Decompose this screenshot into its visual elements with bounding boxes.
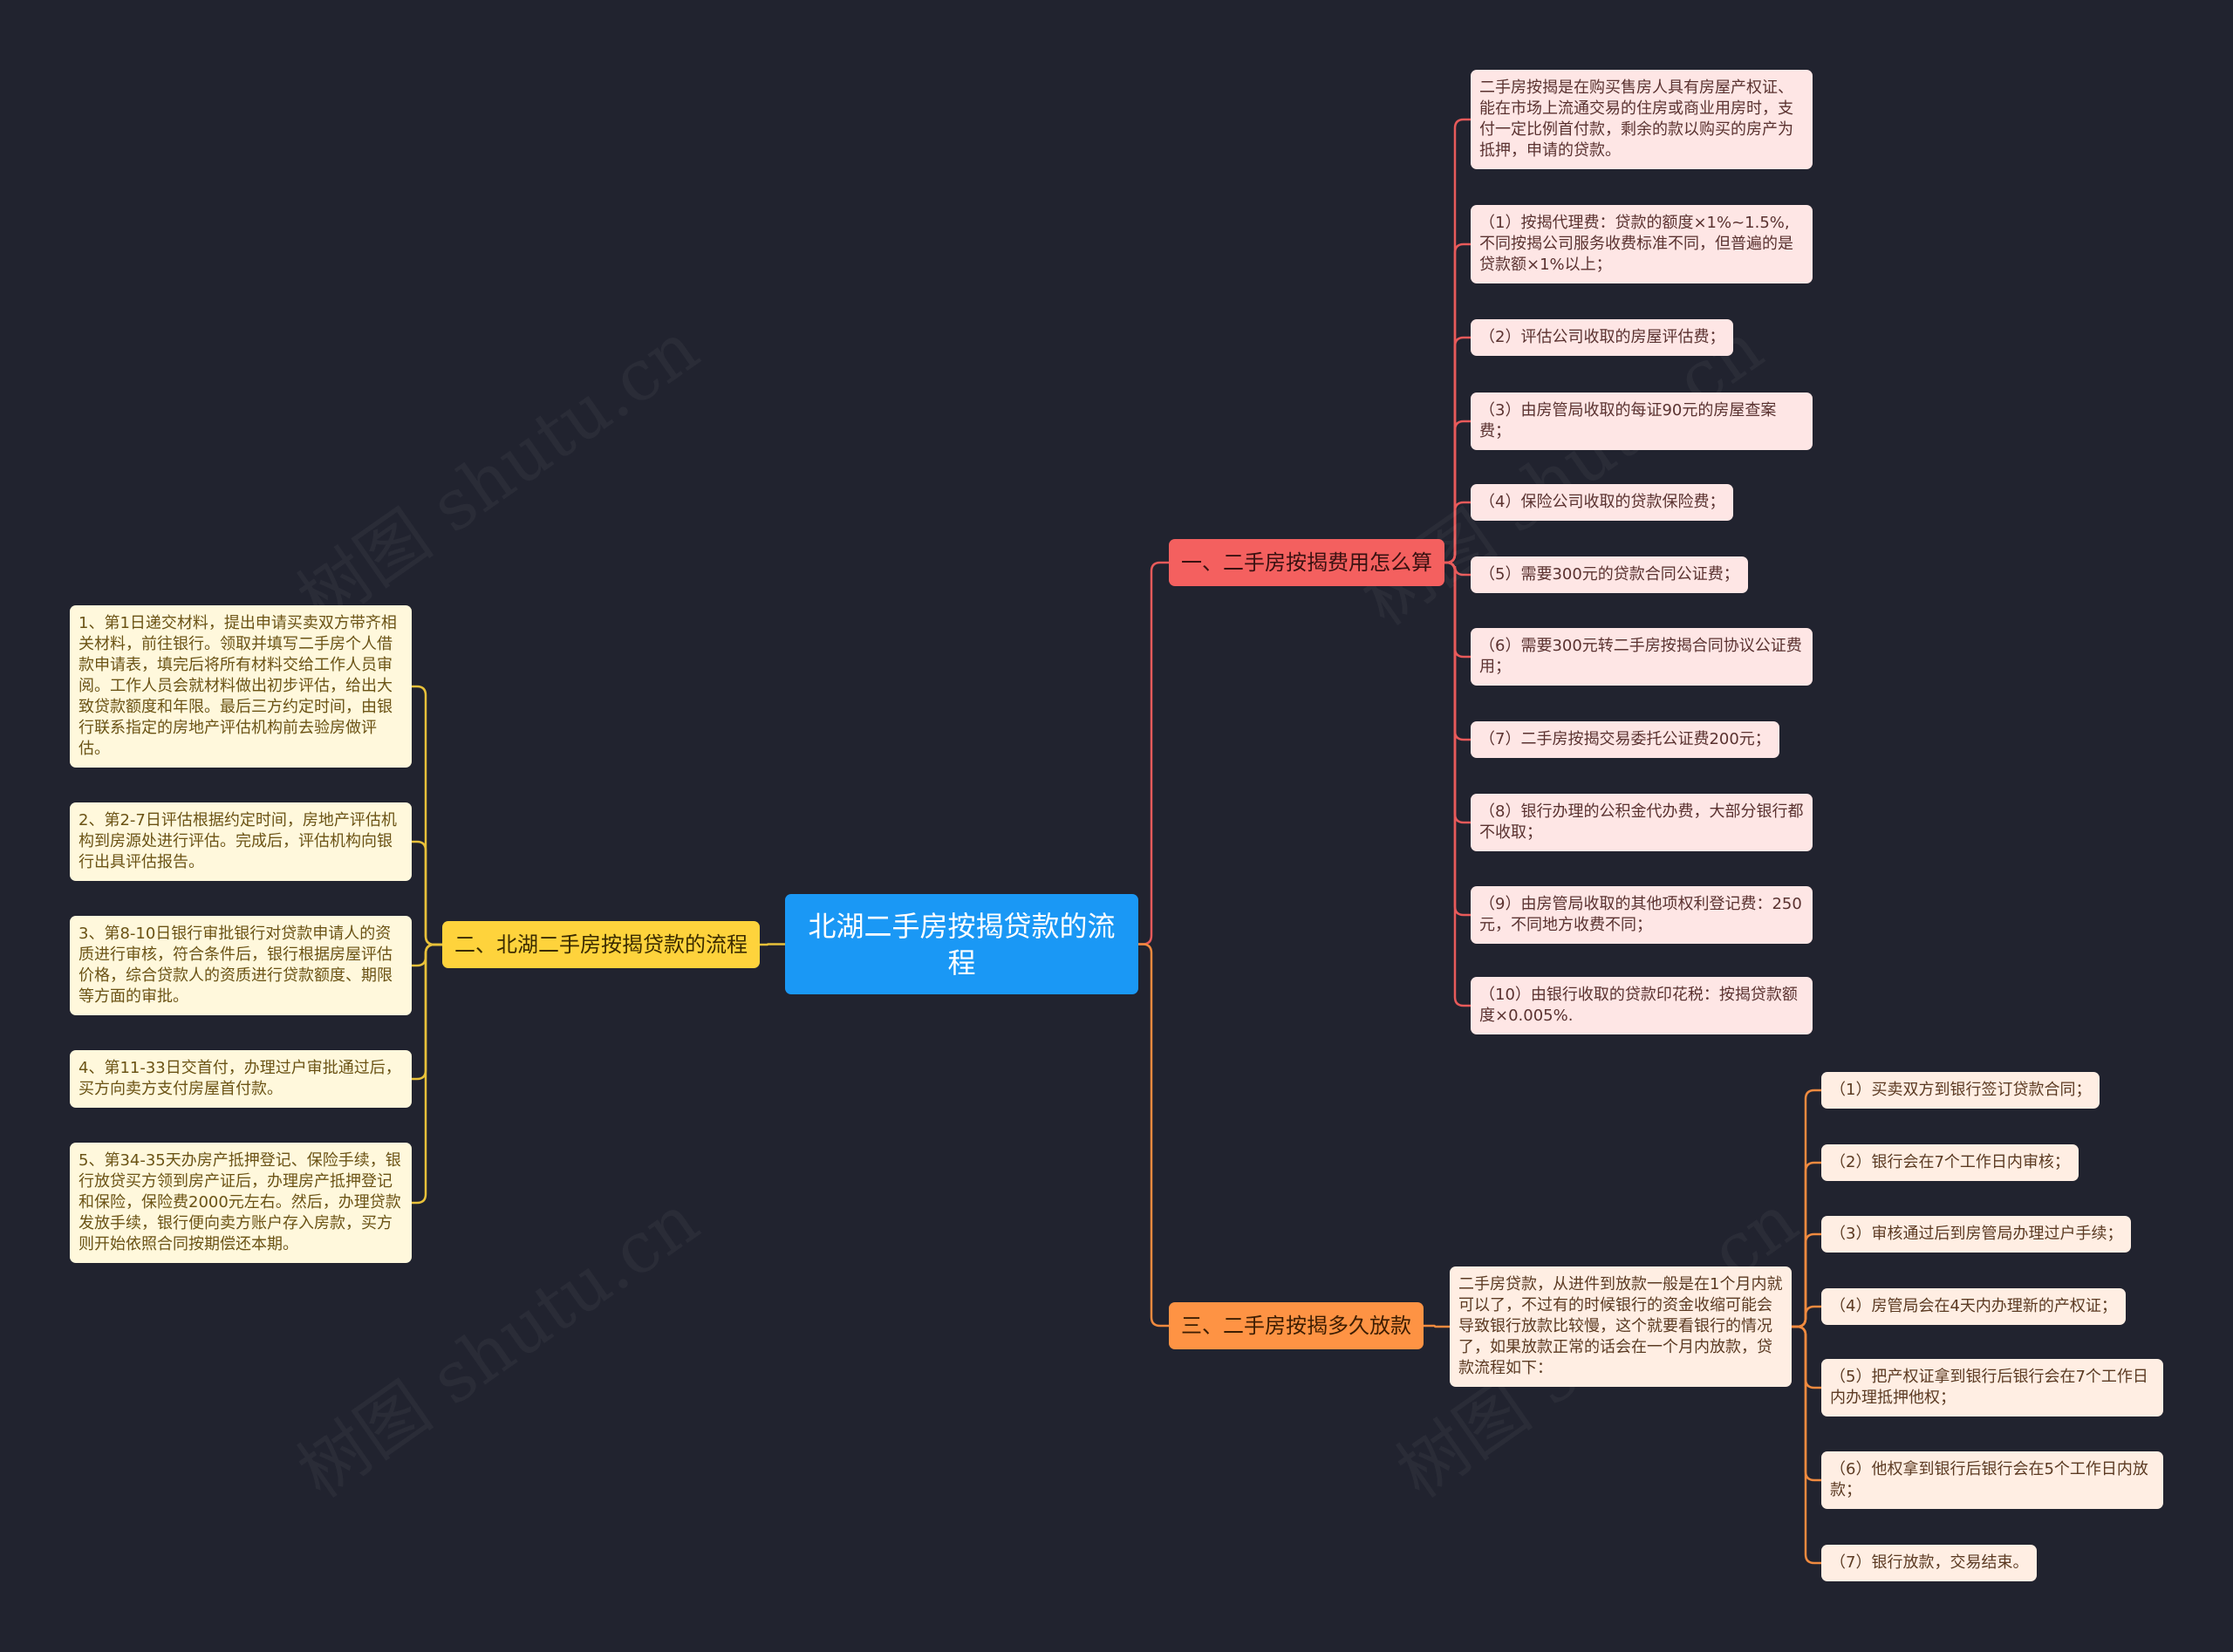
- process-step-leaf[interactable]: 1、第1日递交材料，提出申请买卖双方带齐相关材料，前往银行。领取并填写二手房个人…: [70, 605, 412, 768]
- disbursement-step-leaf[interactable]: （5）把产权证拿到银行后银行会在7个工作日内办理抵押他权；: [1821, 1359, 2163, 1416]
- process-step-leaf[interactable]: 4、第11-33日交首付，办理过户审批通过后，买方向卖方支付房屋首付款。: [70, 1050, 412, 1108]
- branch1-leaf-link: [1444, 420, 1471, 564]
- branch1-leaf-link: [1444, 118, 1471, 564]
- disbursement-intro[interactable]: 二手房贷款，从进件到放款一般是在1个月内就可以了，不过有的时候银行的资金收缩可能…: [1450, 1266, 1792, 1387]
- process-step-leaf[interactable]: 3、第8-10日银行审批银行对贷款申请人的资质进行审核，符合条件后，银行根据房屋…: [70, 916, 412, 1015]
- fee-leaf[interactable]: （6）需要300元转二手房按揭合同协议公证费用；: [1471, 628, 1813, 686]
- fee-leaf[interactable]: （7）二手房按揭交易委托公证费200元；: [1471, 721, 1779, 758]
- fee-leaf[interactable]: 二手房按揭是在购买售房人具有房屋产权证、能在市场上流通交易的住房或商业用房时，支…: [1471, 70, 1813, 169]
- process-step-leaf[interactable]: 2、第2-7日评估根据约定时间，房地产评估机构到房源处进行评估。完成后，评估机构…: [70, 802, 412, 881]
- fee-leaf[interactable]: （3）由房管局收取的每证90元的房屋查案费；: [1471, 393, 1813, 450]
- branch-fee-calculation[interactable]: 一、二手房按揭费用怎么算: [1169, 539, 1444, 586]
- fee-leaf[interactable]: （4）保险公司收取的贷款保险费；: [1471, 484, 1734, 521]
- disbursement-step-leaf[interactable]: （2）银行会在7个工作日内审核；: [1821, 1144, 2079, 1181]
- disbursement-step-leaf[interactable]: （6）他权拿到银行后银行会在5个工作日内放款；: [1821, 1451, 2163, 1509]
- root-to-branch3-link: [1138, 943, 1169, 1328]
- branch2-leaf-link: [412, 840, 442, 946]
- branch1-leaf-link: [1444, 242, 1471, 564]
- fee-leaf[interactable]: （1）按揭代理费：贷款的额度×1%~1.5%,不同按揭公司服务收费标准不同，但普…: [1471, 205, 1813, 283]
- branch2-leaf-link: [412, 685, 442, 946]
- branch1-leaf-link: [1444, 561, 1471, 1007]
- branch-disbursement-time[interactable]: 三、二手房按揭多久放款: [1169, 1302, 1424, 1349]
- branch3-intro-link: [1424, 1324, 1450, 1328]
- branch2-leaf-link: [412, 943, 442, 1205]
- branch1-leaf-link: [1444, 561, 1471, 824]
- branch1-leaf-link: [1444, 336, 1471, 564]
- disbursement-step-leaf[interactable]: （3）审核通过后到房管局办理过户手续；: [1821, 1216, 2132, 1253]
- root-to-branch1-link: [1138, 561, 1169, 945]
- disbursement-step-leaf[interactable]: （7）银行放款，交易结束。: [1821, 1545, 2038, 1581]
- process-step-leaf[interactable]: 5、第34-35天办房产抵押登记、保险手续，银行放贷买方领到房产证后，办理房产抵…: [70, 1143, 412, 1263]
- branch1-leaf-link: [1444, 501, 1471, 564]
- fee-leaf[interactable]: （9）由房管局收取的其他项权利登记费：250元，不同地方收费不同；: [1471, 886, 1813, 944]
- fee-leaf[interactable]: （2）评估公司收取的房屋评估费；: [1471, 319, 1734, 356]
- fee-leaf[interactable]: （10）由银行收取的贷款印花税：按揭贷款额度×0.005%.: [1471, 977, 1813, 1034]
- disbursement-step-leaf[interactable]: （4）房管局会在4天内办理新的产权证；: [1821, 1288, 2126, 1325]
- intro-step-link: [1792, 1325, 1821, 1565]
- branch1-leaf-link: [1444, 561, 1471, 659]
- branch1-leaf-link: [1444, 561, 1471, 741]
- disbursement-step-leaf[interactable]: （1）买卖双方到银行签订贷款合同；: [1821, 1072, 2100, 1109]
- fee-leaf[interactable]: （8）银行办理的公积金代办费，大部分银行都不收取；: [1471, 794, 1813, 851]
- root-topic[interactable]: 北湖二手房按揭贷款的流程: [785, 894, 1138, 994]
- branch-loan-process[interactable]: 二、北湖二手房按揭贷款的流程: [442, 921, 760, 968]
- branch1-leaf-link: [1444, 561, 1471, 577]
- fee-leaf[interactable]: （5）需要300元的贷款合同公证费；: [1471, 556, 1748, 593]
- intro-step-link: [1792, 1305, 1821, 1328]
